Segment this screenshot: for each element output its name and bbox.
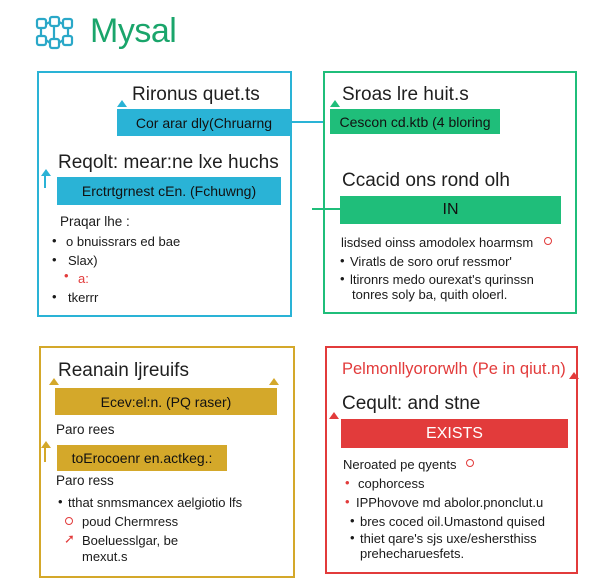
arrow-up-icon	[49, 378, 59, 385]
panel-bottom-left-bar-1: Ecev:el:n. (PQ raser)	[55, 388, 277, 415]
bullet-dot: •	[52, 252, 57, 267]
list-item: poud Chermress	[82, 514, 179, 529]
arrow-up-icon	[330, 100, 340, 107]
panel-bottom-right	[325, 346, 578, 574]
list-item: IPPhovove md abolor.pnonclut.u	[356, 495, 544, 510]
list-item-continuation: mexut.s	[82, 549, 128, 564]
connector-middle	[312, 208, 340, 210]
bullet-dot: •	[350, 530, 355, 545]
bullet-dot: •	[345, 475, 350, 490]
list-item-continuation: tonres soly ba, quith oloerl.	[352, 287, 508, 302]
list-item: tkerrr	[68, 290, 99, 305]
arrow-up-icon	[41, 441, 51, 448]
bullet-dot: •	[345, 494, 350, 509]
bullet-dot: •	[340, 253, 345, 268]
connector-top	[291, 121, 329, 123]
bullet-dot: •	[52, 289, 57, 304]
bullet-dot: •	[350, 513, 355, 528]
bullet-arrow: •	[64, 268, 69, 283]
panel-top-left-bar-1: Cor arar dly(Chruarng	[117, 109, 291, 136]
list-item: bres coced oil.Umastond quised	[360, 514, 545, 529]
panel-top-right-title: Sroas lre huit.s	[342, 84, 469, 105]
brand-name: Mysal	[90, 12, 177, 50]
list-item: Slax)	[68, 253, 98, 268]
panel-bottom-right-title: Pelmonllyororwlh (Pe in qiut.n)	[342, 360, 566, 378]
list-item: thiet qare's sjs uxe/eshersthiss	[360, 531, 537, 546]
panel-bottom-left-label-2: Paro ress	[56, 473, 114, 488]
bullet-dot: •	[58, 494, 63, 509]
connector-left	[44, 176, 46, 188]
node-circle	[466, 459, 474, 467]
bullet-dot: •	[52, 233, 57, 248]
arrow-up-icon	[41, 169, 51, 176]
list-item: tthat snmsmancex aelgiotio lfs	[68, 495, 243, 510]
panel-bottom-right-desc: Neroated pe qyents	[343, 457, 457, 472]
panel-top-right-desc: lisdsed oinss amodolex hoarmsm	[341, 235, 534, 250]
list-item: Boeluesslgar, be	[82, 533, 179, 548]
panel-bottom-left-title: Reanain ljreuifs	[58, 360, 189, 381]
panel-bottom-left-bar-2: toErocoenr en.actkeg.:	[57, 445, 227, 471]
list-item: cophorcess	[358, 476, 425, 491]
panel-bottom-left-label-1: Paro rees	[56, 422, 115, 437]
list-item: o bnuissrars ed bae	[66, 234, 181, 249]
panel-top-left-subtitle: Reqolt: mear:ne lxe huchs	[58, 152, 279, 173]
panel-top-right-bar-1: Cescon cd.ktb (4 bloring	[330, 109, 500, 134]
list-item: ltironrs medo ourexat's qurinssn	[350, 272, 534, 287]
arrow-up-icon	[117, 100, 127, 107]
panel-top-left-label: Praqar lhe :	[60, 214, 130, 229]
bullet-arrow: ➚	[64, 531, 75, 546]
arrow-up-icon	[569, 372, 579, 379]
logo-icon	[34, 14, 76, 54]
list-item-continuation: prehecharuesfets.	[360, 546, 465, 561]
panel-top-right-subtitle: Ccacid ons rond olh	[342, 170, 510, 191]
panel-bottom-right-bar-1: EXISTS	[341, 419, 568, 448]
panel-top-left-title: Rironus quet.ts	[132, 84, 260, 105]
arrow-up-icon	[269, 378, 279, 385]
bullet-dot: •	[340, 271, 345, 286]
list-item: Viratls de soro oruf ressmor'	[350, 254, 512, 269]
list-item: a:	[78, 271, 89, 286]
panel-top-left-bar-2: Erctrtgrnest cEn. (Fchuwng)	[57, 177, 281, 205]
panel-top-right-bar-2: IN	[340, 196, 561, 224]
arrow-up-icon	[329, 412, 339, 419]
node-circle	[544, 237, 552, 245]
panel-bottom-right-subtitle: Ceqult: and stne	[342, 393, 481, 414]
connector-left	[44, 448, 46, 462]
node-circle	[65, 517, 73, 525]
